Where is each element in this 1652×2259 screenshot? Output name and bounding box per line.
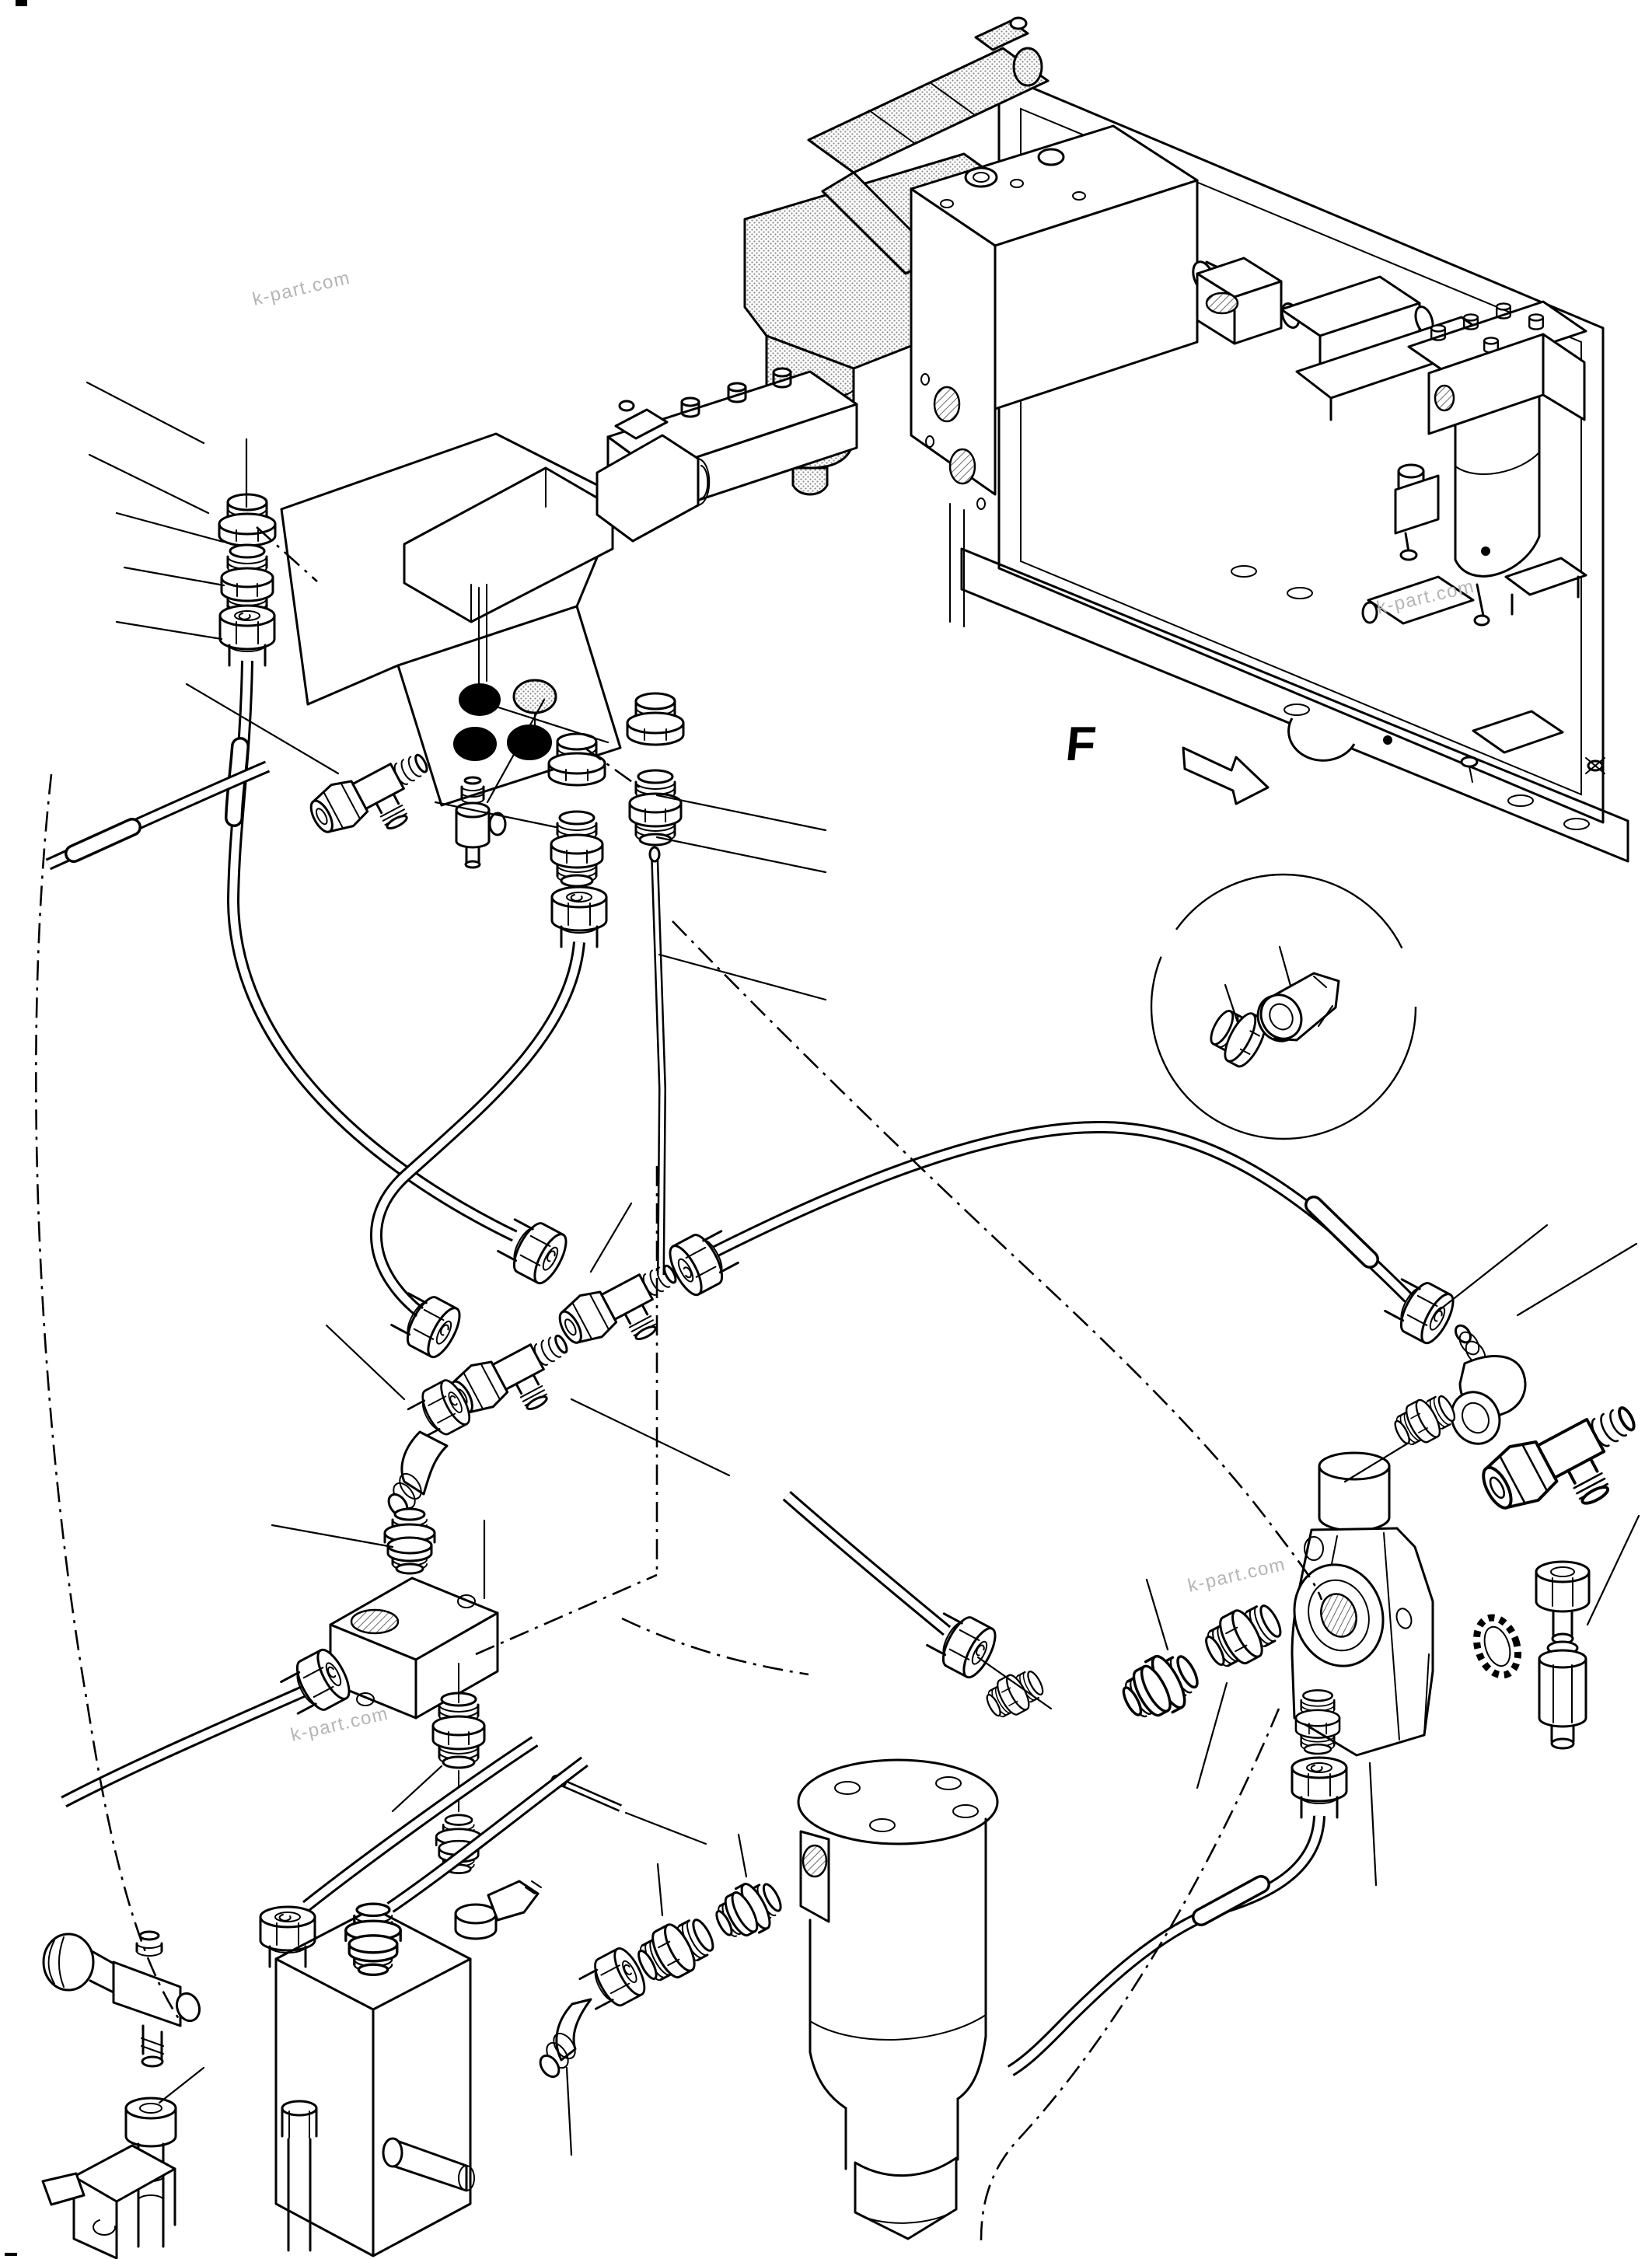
nipple-fitting	[1388, 1387, 1462, 1454]
side-sleeve	[382, 2137, 475, 2192]
panel-dot	[1383, 735, 1392, 745]
small-block	[41, 2144, 176, 2259]
pressure-switch	[1394, 463, 1440, 561]
elbow-fitting	[387, 1375, 477, 1517]
solenoid-coil	[595, 400, 711, 543]
crop-artifact	[16, 0, 27, 6]
stud-bolt	[281, 2100, 318, 2252]
solenoid-valve-stippled	[807, 16, 1050, 174]
throttle-valve	[455, 776, 507, 869]
hose-end-fitting	[492, 1210, 574, 1289]
panel-bottom-bracket	[1460, 710, 1605, 783]
pilot-valve-assembly	[280, 400, 711, 807]
tee-and-throttle	[302, 739, 507, 869]
plug-fitting	[547, 732, 606, 787]
manifold-hose	[344, 1756, 589, 1977]
relief-valve	[1291, 1451, 1434, 1757]
union-fitting	[707, 1871, 790, 1949]
union-fitting	[1112, 1642, 1208, 1730]
relief-outlet-hose	[1007, 1689, 1348, 2076]
middle-tee-cluster	[383, 1250, 696, 1575]
watermark: k-part.com	[1186, 1554, 1287, 1597]
port-shaded	[512, 679, 557, 714]
panel-plate-inner-edge	[1020, 107, 1582, 796]
filter-housing	[797, 1758, 999, 2240]
long-arc-hose	[662, 1120, 1461, 1349]
hose-end-fitting	[1291, 1756, 1348, 1819]
view-direction: F	[1063, 718, 1270, 805]
manifold-assembly	[41, 1736, 589, 2259]
leader-lines	[86, 381, 1640, 2156]
lock-washer	[1472, 1614, 1522, 1679]
plug-fitting	[626, 692, 685, 746]
shuttle-valve-block	[61, 1576, 499, 1874]
throttle-valve	[42, 1930, 201, 2068]
elbow-fitting	[1450, 1324, 1527, 1445]
panel-dot	[1481, 546, 1490, 556]
leader-line	[1224, 983, 1239, 1024]
right-fitting-cluster	[1388, 1324, 1652, 1750]
nipple-fitting	[1196, 1594, 1290, 1678]
elbow-fitting	[539, 1943, 651, 2079]
diagonal-hose	[45, 760, 271, 871]
nipple-fitting	[628, 769, 683, 847]
center-fitting-stacks	[370, 692, 685, 1363]
detail-circle	[1150, 873, 1417, 1140]
hex-plug-bolt	[124, 2097, 177, 2248]
pilot-valve-block	[910, 124, 1301, 627]
watermark: k-part.com	[250, 267, 352, 310]
manifold-hose	[259, 1736, 539, 1968]
hose-end-fitting	[550, 885, 608, 948]
nipple-fitting	[629, 1908, 722, 1992]
routing-lines	[34, 526, 1323, 2241]
leader-line	[1278, 945, 1292, 987]
port-bore	[933, 386, 961, 423]
nipple-fitting	[980, 1663, 1050, 1726]
control-panel-assembly	[606, 16, 1629, 863]
detail-cap-nut	[1256, 972, 1340, 1042]
relief-inlet-fittings	[782, 1490, 1290, 1730]
hose-end-fitting	[662, 1221, 744, 1301]
nipple-fitting	[550, 810, 604, 888]
panel-base-flange	[960, 547, 1629, 863]
port-bore	[948, 448, 976, 485]
port-black	[453, 727, 497, 761]
bottom-solenoid	[1361, 557, 1587, 625]
elbow-fitting	[454, 1880, 542, 1940]
port-black	[459, 683, 501, 716]
bore-block	[1196, 257, 1283, 345]
crop-artifact	[5, 2253, 17, 2256]
return-filter-assembly	[539, 1758, 999, 2240]
view-direction-arrow-icon	[1182, 746, 1270, 805]
pressure-filter	[1407, 300, 1587, 627]
straight-connector	[383, 1507, 436, 1575]
check-valve-fitting	[1535, 1560, 1591, 1750]
view-label: F	[1063, 718, 1098, 771]
hose-end-fitting	[218, 604, 276, 667]
tee-fitting	[302, 739, 447, 861]
